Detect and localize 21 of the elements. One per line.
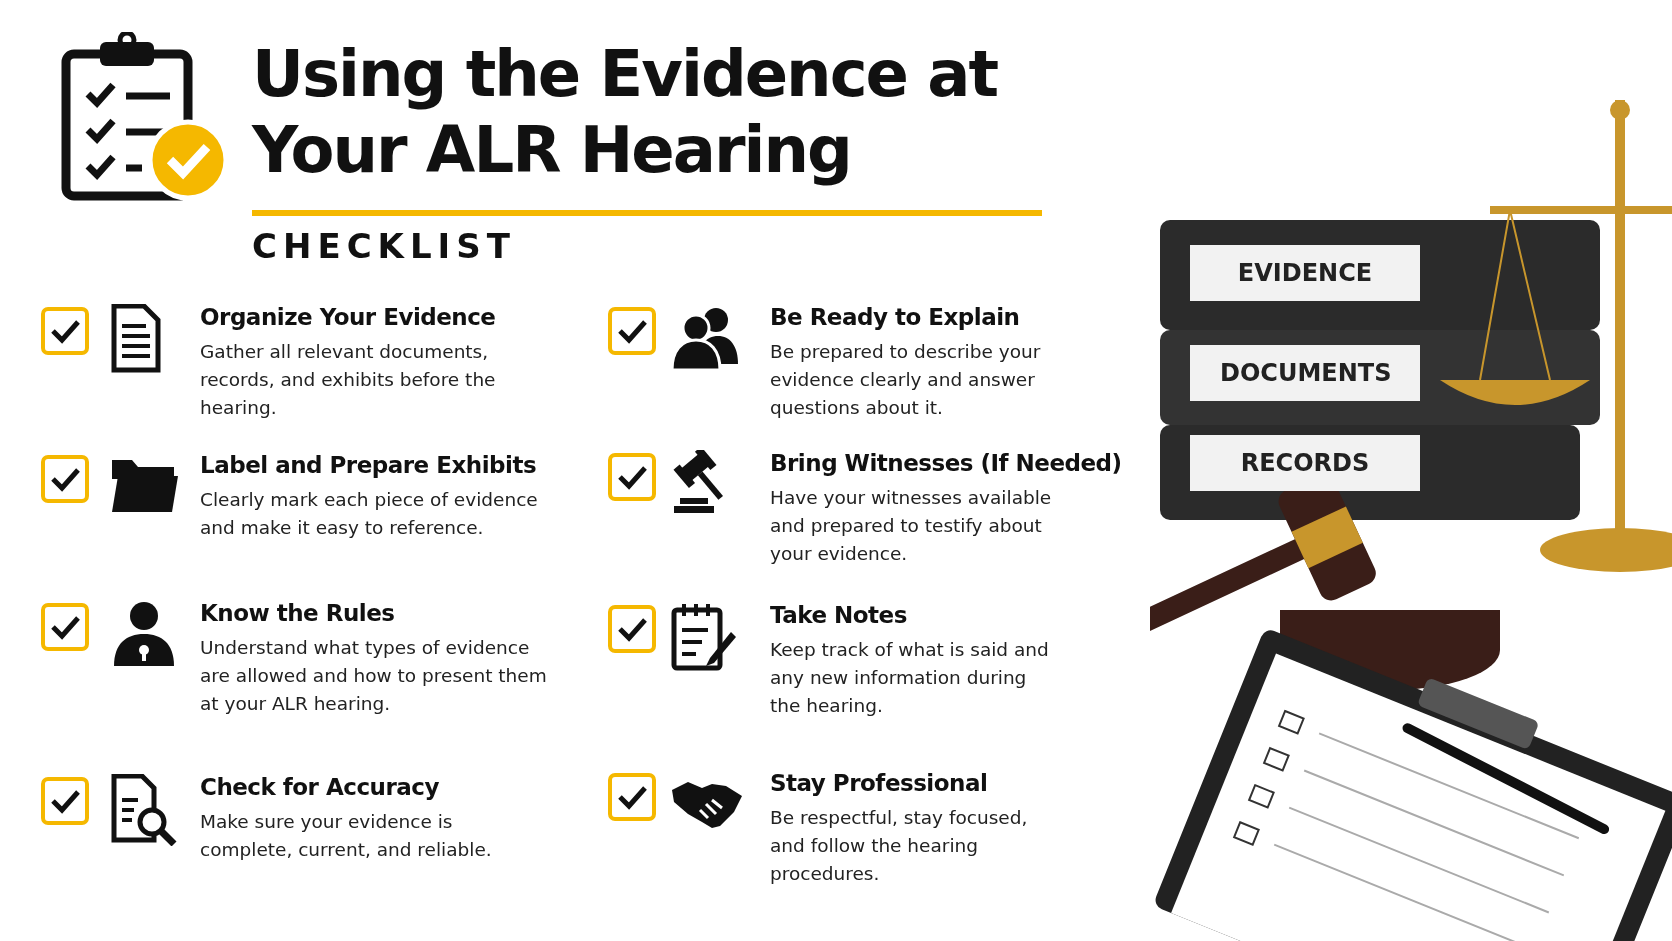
item-description: Gather all relevant documents, records, and exhibits before the hearing. [200,340,497,420]
item-description: Make sure your evidence is complete, current, and reliable. [200,810,493,862]
item-description: Understand what types of evidence are allowed and how to present them at your ALR hearing. [200,636,548,716]
book-spine-label: EVIDENCE [1190,245,1420,301]
item-description: Be respectful, stay focused, and follow the hearing procedures. [770,806,1029,886]
item-description: Clearly mark each piece of evidence and make it easy to reference. [200,488,539,540]
item-description: Be prepared to describe your evidence clearly and answer questions about it. [770,340,1042,420]
item-heading: Stay Professional [770,770,989,796]
item-heading: Bring Witnesses (If Needed) [770,450,1123,476]
title: Using the Evidence at Your ALR Hearing [252,36,999,188]
item-heading: Be Ready to Explain [770,304,1021,330]
item-heading: Check for Accuracy [200,774,440,800]
item-heading: Organize Your Evidence [200,304,497,330]
item-heading: Label and Prepare Exhibits [200,452,538,478]
item-description: Keep track of what is said and any new information during the hearing. [770,638,1050,718]
subtitle: CHECKLIST [252,226,516,266]
item-heading: Know the Rules [200,600,396,626]
book-spine-label: DOCUMENTS [1190,345,1420,401]
book-spine-label: RECORDS [1190,435,1420,491]
item-heading: Take Notes [770,602,908,628]
item-description: Have your witnesses available and prepared to testify about your evidence. [770,486,1053,566]
